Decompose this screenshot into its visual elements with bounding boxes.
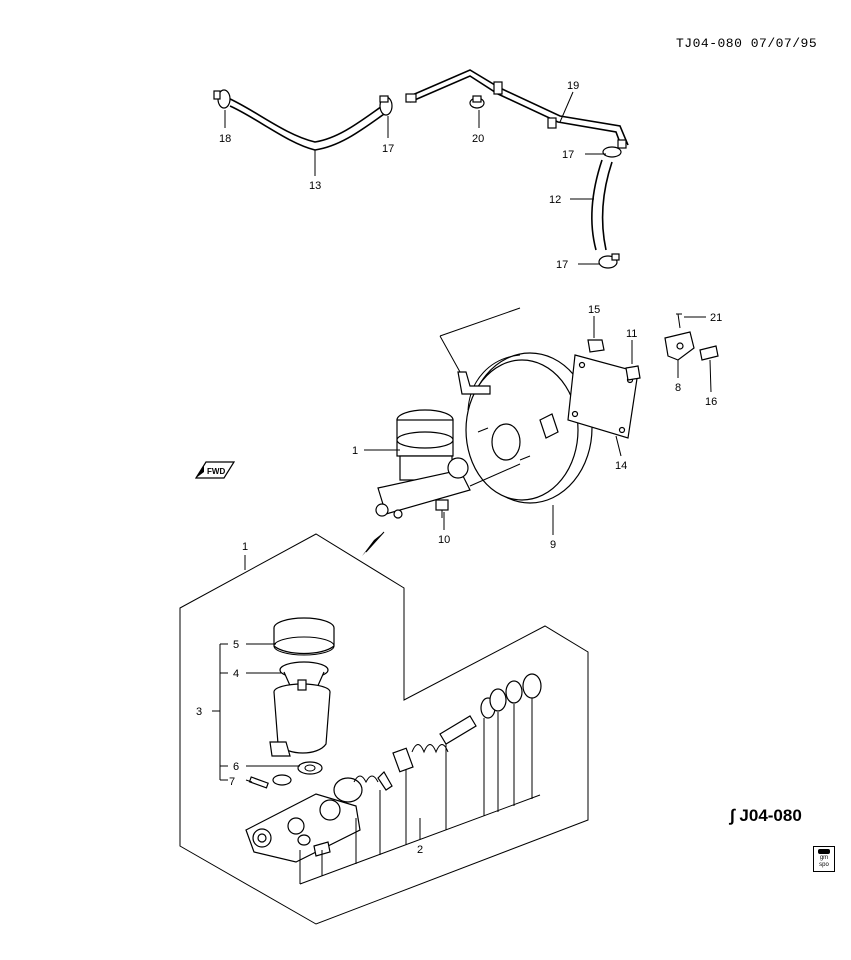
clamp-17-middle <box>602 139 627 158</box>
hose-12 <box>590 159 613 251</box>
callout-17-middle: 17 <box>562 149 574 161</box>
clamp-17-upper <box>379 95 393 116</box>
callout-7: 7 <box>229 776 235 788</box>
detail-pointer-line <box>365 531 385 553</box>
grommet-6 <box>297 761 323 775</box>
callout-19: 19 <box>567 80 579 92</box>
nut-11 <box>625 365 641 381</box>
callout-16: 16 <box>705 396 717 408</box>
cylinder-body <box>245 777 363 863</box>
clamp-17-lower <box>598 253 620 269</box>
bolt-10 <box>435 499 449 518</box>
callout-15: 15 <box>588 304 600 316</box>
clamp-18 <box>213 89 231 109</box>
callout-2: 2 <box>417 844 423 856</box>
gm-spo-badge-icon: gm spo <box>813 846 835 872</box>
clevis-8 <box>664 331 695 361</box>
badge-line-2: spo <box>819 862 829 868</box>
fwd-label: FWD <box>207 467 225 476</box>
callout-17-lower: 17 <box>556 259 568 271</box>
callout-11: 11 <box>626 328 637 340</box>
master-cylinder-1 <box>375 409 471 519</box>
screw-lower <box>297 834 331 857</box>
fwd-arrow-icon: FWD <box>194 461 236 479</box>
section-code: ∫ J04-080 <box>730 806 802 826</box>
callout-1-upper: 1 <box>352 445 358 457</box>
callout-13: 13 <box>309 180 321 192</box>
nut-15 <box>587 339 605 353</box>
callout-17-upper: 17 <box>382 143 394 155</box>
pipe-connection-line <box>439 307 521 373</box>
check-valve-elbow <box>457 371 491 395</box>
callout-8: 8 <box>675 382 681 394</box>
callout-1-lower: 1 <box>242 541 248 553</box>
section-code-icon: ∫ <box>730 806 735 825</box>
callout-20: 20 <box>472 133 484 145</box>
callout-10: 10 <box>438 534 450 546</box>
pin-16 <box>699 345 719 361</box>
callout-12: 12 <box>549 194 561 206</box>
drawing-reference: TJ04-080 07/07/95 <box>676 36 818 51</box>
callout-4: 4 <box>233 668 239 680</box>
callout-6: 6 <box>233 761 239 773</box>
callout-9: 9 <box>550 539 556 551</box>
callout-14: 14 <box>615 460 627 472</box>
vacuum-pipe-19 <box>405 69 629 149</box>
brake-booster-9 <box>465 352 599 504</box>
grommet-small <box>272 774 292 786</box>
bolt-20 <box>469 95 485 109</box>
callout-5: 5 <box>233 639 239 651</box>
section-code-text: J04-080 <box>739 806 802 825</box>
callout-21: 21 <box>710 312 722 324</box>
callout-labels: 18 17 13 20 19 17 12 17 15 11 21 8 16 14… <box>196 80 722 856</box>
hose-13 <box>227 97 388 151</box>
pin-7 <box>248 776 269 789</box>
leader-lines <box>212 91 712 885</box>
clip-21 <box>676 313 682 329</box>
piston-kit-2 <box>353 673 542 791</box>
reservoir-body <box>269 679 331 757</box>
reservoir-cap-5 <box>273 617 335 656</box>
badge-line-1: gm <box>819 855 829 861</box>
exploded-view-frame <box>179 533 589 925</box>
callout-3: 3 <box>196 706 202 718</box>
callout-18: 18 <box>219 133 231 145</box>
mount-line <box>469 463 521 487</box>
